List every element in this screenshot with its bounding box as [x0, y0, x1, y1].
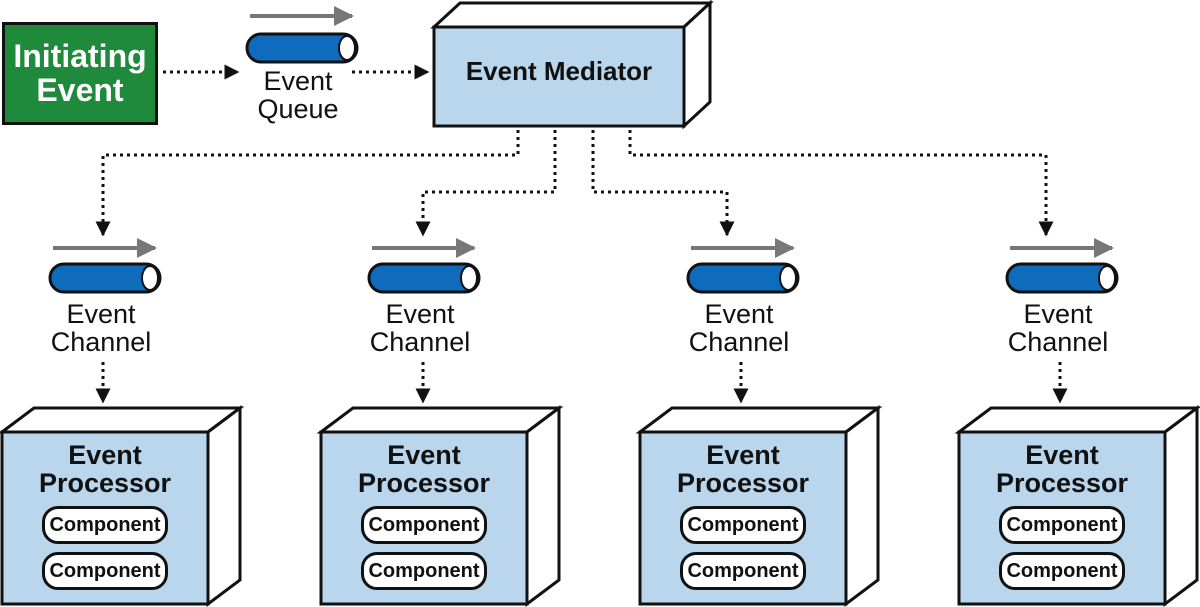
initiating-event-box: Initiating Event — [2, 22, 158, 125]
event-processor-label: Event Processor — [38, 440, 172, 499]
event-queue-label: Event Queue — [257, 66, 339, 125]
event-processor-label: Event Processor — [357, 440, 491, 499]
arrow-mediator-to-channel-2 — [415, 130, 557, 237]
event-processor-box — [0, 405, 245, 607]
arrow-mediator-to-channel-1 — [95, 130, 520, 237]
component-pill: Component — [361, 552, 487, 590]
component-pill: Component — [680, 552, 806, 590]
event-channel-icon — [686, 238, 800, 294]
component-pill: Component — [42, 506, 168, 544]
component-pill: Component — [42, 552, 168, 590]
event-channel-label: Event Channel — [1007, 299, 1109, 358]
event-channel-label: Event Channel — [50, 299, 152, 358]
event-processor-label: Event Processor — [995, 440, 1129, 499]
component-pill: Component — [361, 506, 487, 544]
event-processor-label: Event Processor — [676, 440, 810, 499]
component-pill: Component — [999, 506, 1125, 544]
event-channel-icon — [1005, 238, 1119, 294]
event-mediator-box — [430, 0, 714, 130]
event-channel-icon — [48, 238, 162, 294]
event-mediator-label: Event Mediator — [465, 56, 653, 86]
component-pill: Component — [680, 506, 806, 544]
event-queue-icon — [245, 6, 359, 64]
event-channel-icon — [367, 238, 481, 294]
event-channel-label: Event Channel — [688, 299, 790, 358]
event-channel-label: Event Channel — [369, 299, 471, 358]
arrow-mediator-to-channel-4 — [628, 130, 1054, 237]
arrow-mediator-to-channel-3 — [591, 130, 735, 237]
component-pill: Component — [999, 552, 1125, 590]
